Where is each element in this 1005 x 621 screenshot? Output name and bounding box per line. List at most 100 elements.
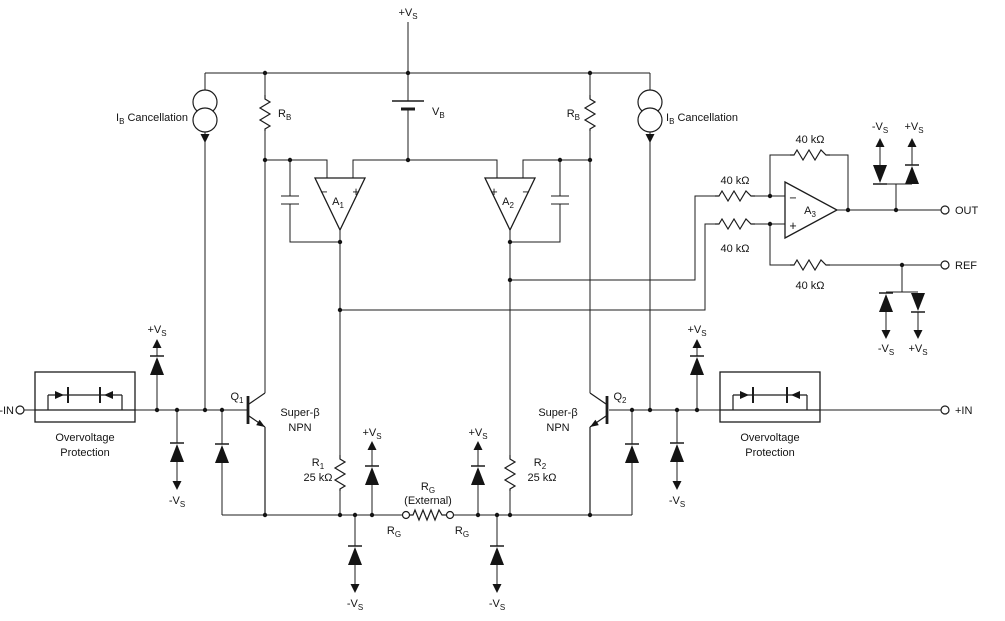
label-a3-plus: + xyxy=(789,219,796,233)
supply-arrow-neg-right-input xyxy=(672,481,682,490)
label-q1: Q1 xyxy=(230,391,244,405)
out-clamp-diode-pos xyxy=(904,164,920,185)
label-r1-value: 25 kΩ xyxy=(303,472,332,484)
input-resistor-40k-top xyxy=(714,190,756,202)
label-vb: VB xyxy=(432,106,445,120)
supply-arrow-pos-r2 xyxy=(473,441,483,450)
rg-terminal-left xyxy=(401,510,411,520)
label-40k-ref: 40 kΩ xyxy=(795,280,824,292)
label-vs-neg-right-input: -VS xyxy=(669,495,685,509)
clamp-diode-neg-rail-right xyxy=(489,545,505,566)
label-r2: R2 xyxy=(534,457,547,471)
label-ovp-right-2: Protection xyxy=(745,447,795,459)
label-vs-pos-ref-clamp: +VS xyxy=(908,343,927,357)
terminal-in-neg xyxy=(15,405,25,415)
feedback-rail-wires xyxy=(222,450,632,584)
label-ref: REF xyxy=(955,260,977,272)
supply-arrow-ref-pos xyxy=(913,330,923,339)
label-vs-pos-out-clamp: +VS xyxy=(904,121,923,135)
label-rb-left: RB xyxy=(278,108,291,122)
input-stage-wires xyxy=(265,159,590,243)
rb-resistor-left xyxy=(259,94,271,132)
pos-input-wires xyxy=(609,348,941,515)
supply-arrow-out-pos xyxy=(907,138,917,147)
ib-current-source-right xyxy=(637,89,663,143)
label-a1: A1 xyxy=(332,196,344,210)
label-a1-minus: − xyxy=(320,185,327,199)
label-r1: R1 xyxy=(312,457,325,471)
label-vs-neg-left-input: -VS xyxy=(169,495,185,509)
supply-arrow-pos-r1 xyxy=(367,441,377,450)
junction-dots xyxy=(154,70,905,518)
neg-input-wires xyxy=(24,348,247,515)
transistor-q1 xyxy=(246,392,266,515)
terminal-out xyxy=(940,205,950,215)
label-vs-neg-ref-clamp: -VS xyxy=(878,343,894,357)
label-superbeta-left: Super-β xyxy=(280,407,319,419)
rg-terminal-right xyxy=(445,510,455,520)
ref-clamp-diode-neg xyxy=(878,292,894,313)
supply-arrow-pos-left-input xyxy=(152,339,162,348)
clamp-diode-pos-right-input xyxy=(689,355,705,376)
label-ovp-right-1: Overvoltage xyxy=(740,432,799,444)
ovp-box-left xyxy=(34,371,136,423)
label-superbeta-right: Super-β xyxy=(538,407,577,419)
opamp-a2 xyxy=(483,177,537,232)
supply-wires xyxy=(204,22,651,410)
label-in-pos: +IN xyxy=(955,405,972,417)
label-ib-cancellation-right: IB Cancellation xyxy=(666,112,738,126)
out-clamp-diode-neg xyxy=(872,164,888,185)
clamp-diode-pos-left-input xyxy=(149,355,165,376)
rb-resistor-right xyxy=(584,94,596,132)
output-clamp-wires xyxy=(879,147,919,330)
supply-arrow-neg-left-input xyxy=(172,481,182,490)
feedback-resistor-40k xyxy=(789,149,831,161)
ovp-box-right xyxy=(719,371,821,423)
label-ib-cancellation-left: IB Cancellation xyxy=(116,112,188,126)
label-rg-external-note: (External) xyxy=(404,495,452,507)
clamp-diode-neg-rail-left xyxy=(347,545,363,566)
label-a2: A2 xyxy=(502,196,514,210)
battery-vb xyxy=(392,100,424,111)
label-a3: A3 xyxy=(804,205,816,219)
label-vs-neg-out-clamp: -VS xyxy=(872,121,888,135)
label-vs-pos-r2: +VS xyxy=(468,427,487,441)
supply-arrow-ref-neg xyxy=(881,330,891,339)
clamp-diode-neg-right-input xyxy=(669,442,685,463)
supply-arrow-neg-rail-left xyxy=(350,584,360,593)
label-ovp-left-2: Protection xyxy=(60,447,110,459)
input-resistor-40k-bottom xyxy=(714,218,756,230)
label-npn-right: NPN xyxy=(546,422,569,434)
label-rg-external: RG xyxy=(421,481,435,495)
clamp-diode-pos-r2 xyxy=(470,465,486,486)
r2-resistor xyxy=(504,454,516,492)
wire-network xyxy=(24,22,941,584)
opamp-a1 xyxy=(313,177,367,232)
clamp-diode-pos-r1 xyxy=(364,465,380,486)
label-vs-pos-right-input: +VS xyxy=(687,324,706,338)
base-clamp-diode-left xyxy=(214,443,230,464)
label-ovp-left-1: Overvoltage xyxy=(55,432,114,444)
label-a1-plus: + xyxy=(352,185,359,199)
label-40k-input-top: 40 kΩ xyxy=(720,175,749,187)
clamp-diode-neg-left-input xyxy=(169,442,185,463)
rg-external-resistor xyxy=(410,508,446,522)
supply-arrow-out-neg xyxy=(875,138,885,147)
label-vs-neg-rail-left: -VS xyxy=(347,598,363,612)
label-out: OUT xyxy=(955,205,979,217)
label-40k-input-bottom: 40 kΩ xyxy=(720,243,749,255)
supply-arrow-neg-rail-right xyxy=(492,584,502,593)
ref-clamp-diode-pos xyxy=(910,292,926,313)
label-r2-value: 25 kΩ xyxy=(527,472,556,484)
label-npn-left: NPN xyxy=(288,422,311,434)
transistor-q2 xyxy=(589,392,609,515)
label-vs-neg-rail-right: -VS xyxy=(489,598,505,612)
supply-arrow-pos-right-input xyxy=(692,339,702,348)
label-rg-terminal-right: RG xyxy=(455,525,469,539)
label-a2-minus: − xyxy=(522,185,529,199)
base-clamp-diode-right xyxy=(624,443,640,464)
label-a2-plus: + xyxy=(490,185,497,199)
label-40k-feedback: 40 kΩ xyxy=(795,134,824,146)
terminal-in-pos xyxy=(940,405,950,415)
